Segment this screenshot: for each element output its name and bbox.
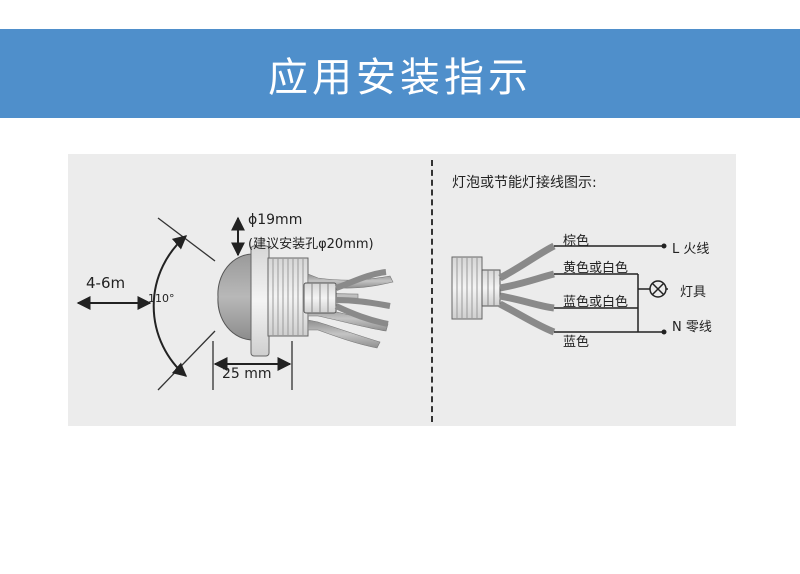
width-label: 25 mm — [222, 366, 272, 382]
diameter-label: ϕ19mm — [248, 212, 303, 228]
cone-upper-line — [157, 217, 216, 262]
wire-label-blue-white: 蓝色或白色 — [563, 295, 629, 310]
installation-diagram-panel: 4-6m 110° ϕ19mm (建议安装孔φ20mm) 25 mm 灯泡或节能… — [68, 154, 736, 426]
dashed-divider — [431, 160, 433, 422]
cone-lower-line — [157, 330, 216, 391]
wire-label-yellow-white: 黄色或白色 — [563, 261, 629, 276]
title-banner: 应用安装指示 — [0, 29, 800, 118]
wire-label-brown: 棕色 — [563, 234, 590, 249]
sensor-dome — [217, 253, 254, 341]
angle-arc — [152, 235, 188, 377]
lamp-label: 灯具 — [680, 285, 707, 300]
wiring-title: 灯泡或节能灯接线图示: — [452, 175, 597, 191]
wire-label-blue: 蓝色 — [563, 335, 590, 350]
diagram-drawing — [76, 216, 668, 391]
mounting-hole-label: (建议安装孔φ20mm) — [248, 237, 374, 252]
sensor-flange — [250, 245, 270, 357]
live-wire-label: L 火线 — [672, 242, 710, 257]
angle-label: 110° — [148, 292, 175, 305]
neutral-wire-label: N 零线 — [672, 320, 712, 335]
page-title: 应用安装指示 — [268, 54, 532, 101]
distance-label: 4-6m — [86, 274, 126, 292]
